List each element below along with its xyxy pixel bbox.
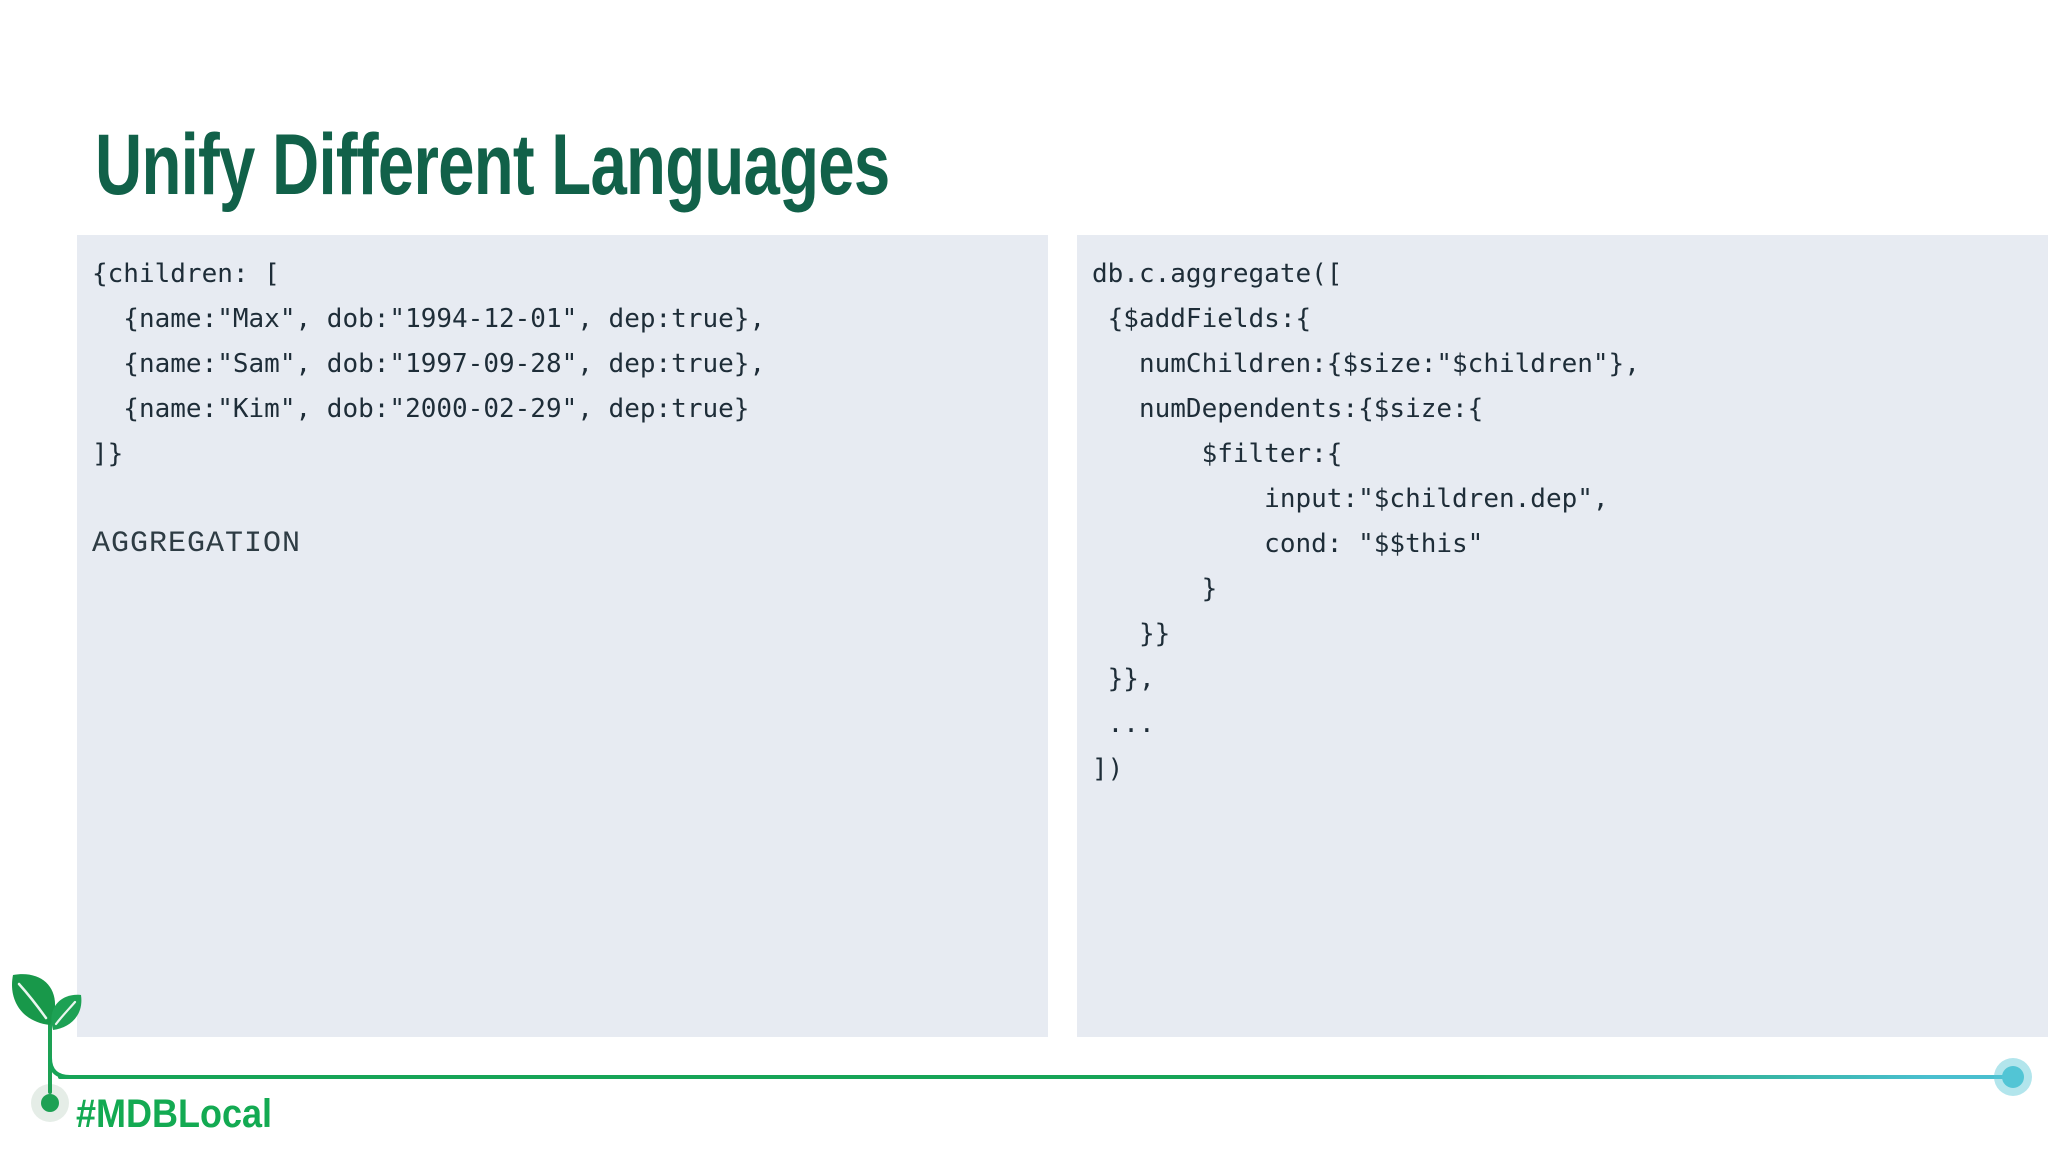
aggregation-pipeline-code: db.c.aggregate([ {$addFields:{ numChildr… (1092, 259, 1640, 784)
page-title: Unify Different Languages (95, 117, 890, 213)
footer-line (58, 1075, 2006, 1079)
sprout-icon (12, 974, 82, 1122)
dot-icon (41, 1094, 59, 1112)
json-document-code: {children: [ {name:"Max", dob:"1994-12-0… (92, 259, 766, 469)
aggregation-label: AGGREGATION (92, 527, 302, 561)
teal-endpoint-inner-icon (2002, 1066, 2024, 1088)
aggregation-pipeline-panel: db.c.aggregate([ {$addFields:{ numChildr… (1077, 235, 2048, 1037)
json-document-panel: {children: [ {name:"Max", dob:"1994-12-0… (77, 235, 1048, 1037)
hashtag-label: #MDBLocal (76, 1092, 273, 1136)
